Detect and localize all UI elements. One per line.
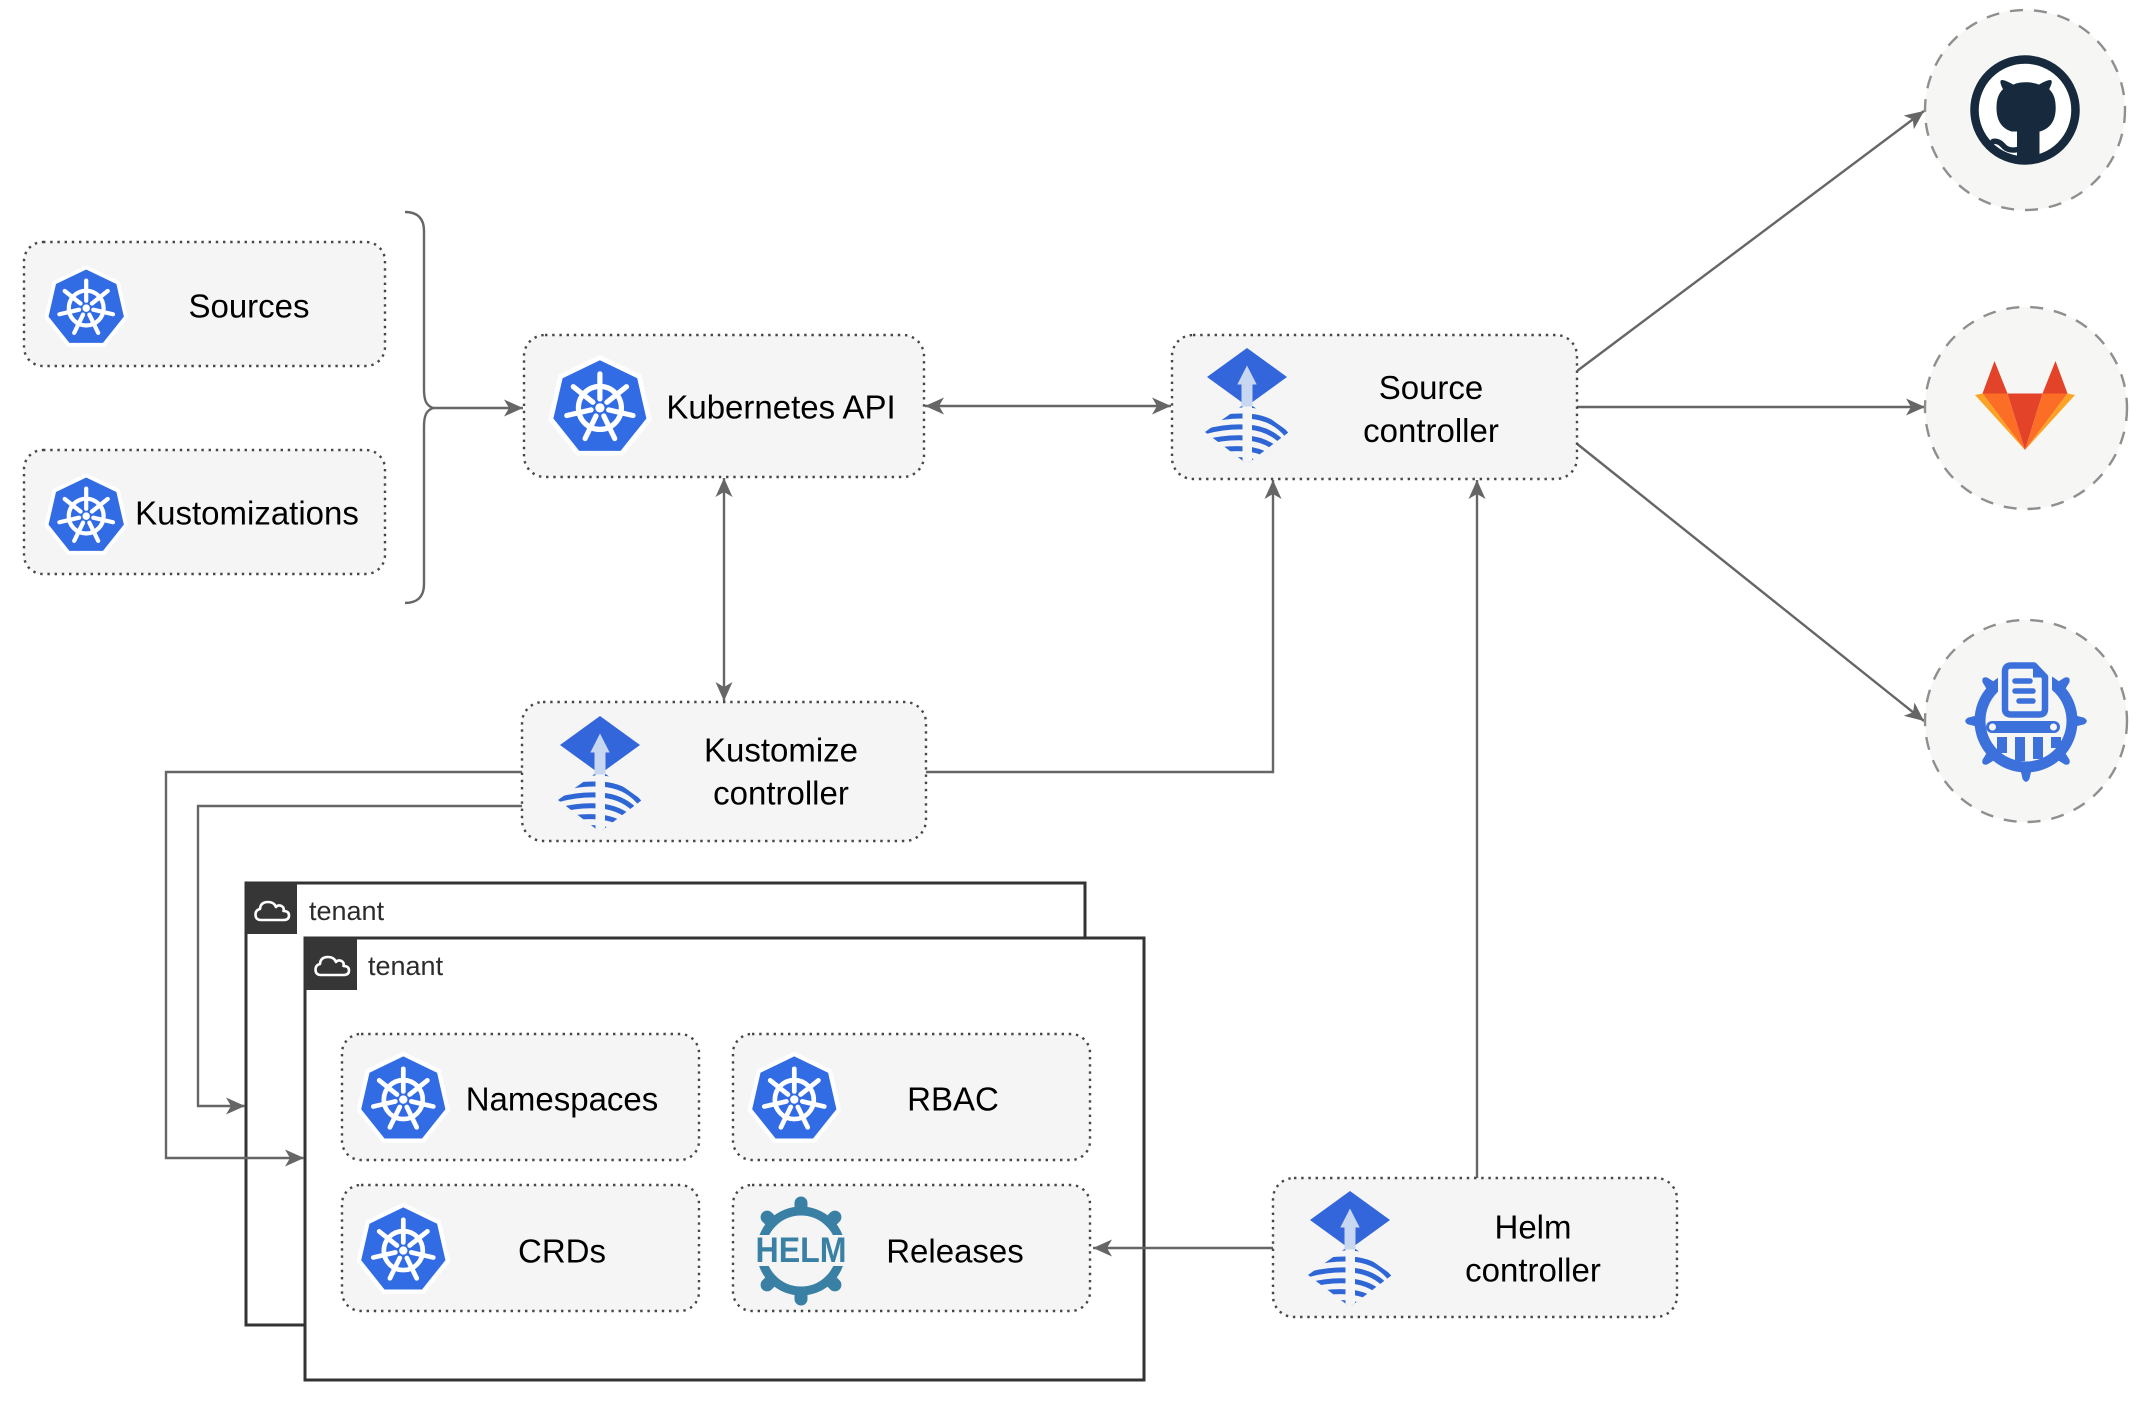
svg-text:tenant: tenant (368, 951, 444, 981)
svg-text:Namespaces: Namespaces (466, 1081, 659, 1118)
svg-text:Kustomize: Kustomize (704, 732, 858, 769)
svg-text:RBAC: RBAC (907, 1081, 999, 1118)
svg-text:Kubernetes API: Kubernetes API (666, 389, 895, 426)
svg-text:tenant: tenant (309, 896, 385, 926)
svg-text:controller: controller (1465, 1252, 1601, 1289)
svg-text:Source: Source (1379, 369, 1484, 406)
svg-text:Releases: Releases (886, 1233, 1024, 1270)
svg-text:Kustomizations: Kustomizations (135, 495, 359, 532)
svg-text:controller: controller (713, 775, 849, 812)
svg-text:CRDs: CRDs (518, 1233, 606, 1270)
svg-text:Sources: Sources (188, 288, 309, 325)
svg-text:controller: controller (1363, 412, 1499, 449)
svg-text:Helm: Helm (1494, 1209, 1571, 1246)
